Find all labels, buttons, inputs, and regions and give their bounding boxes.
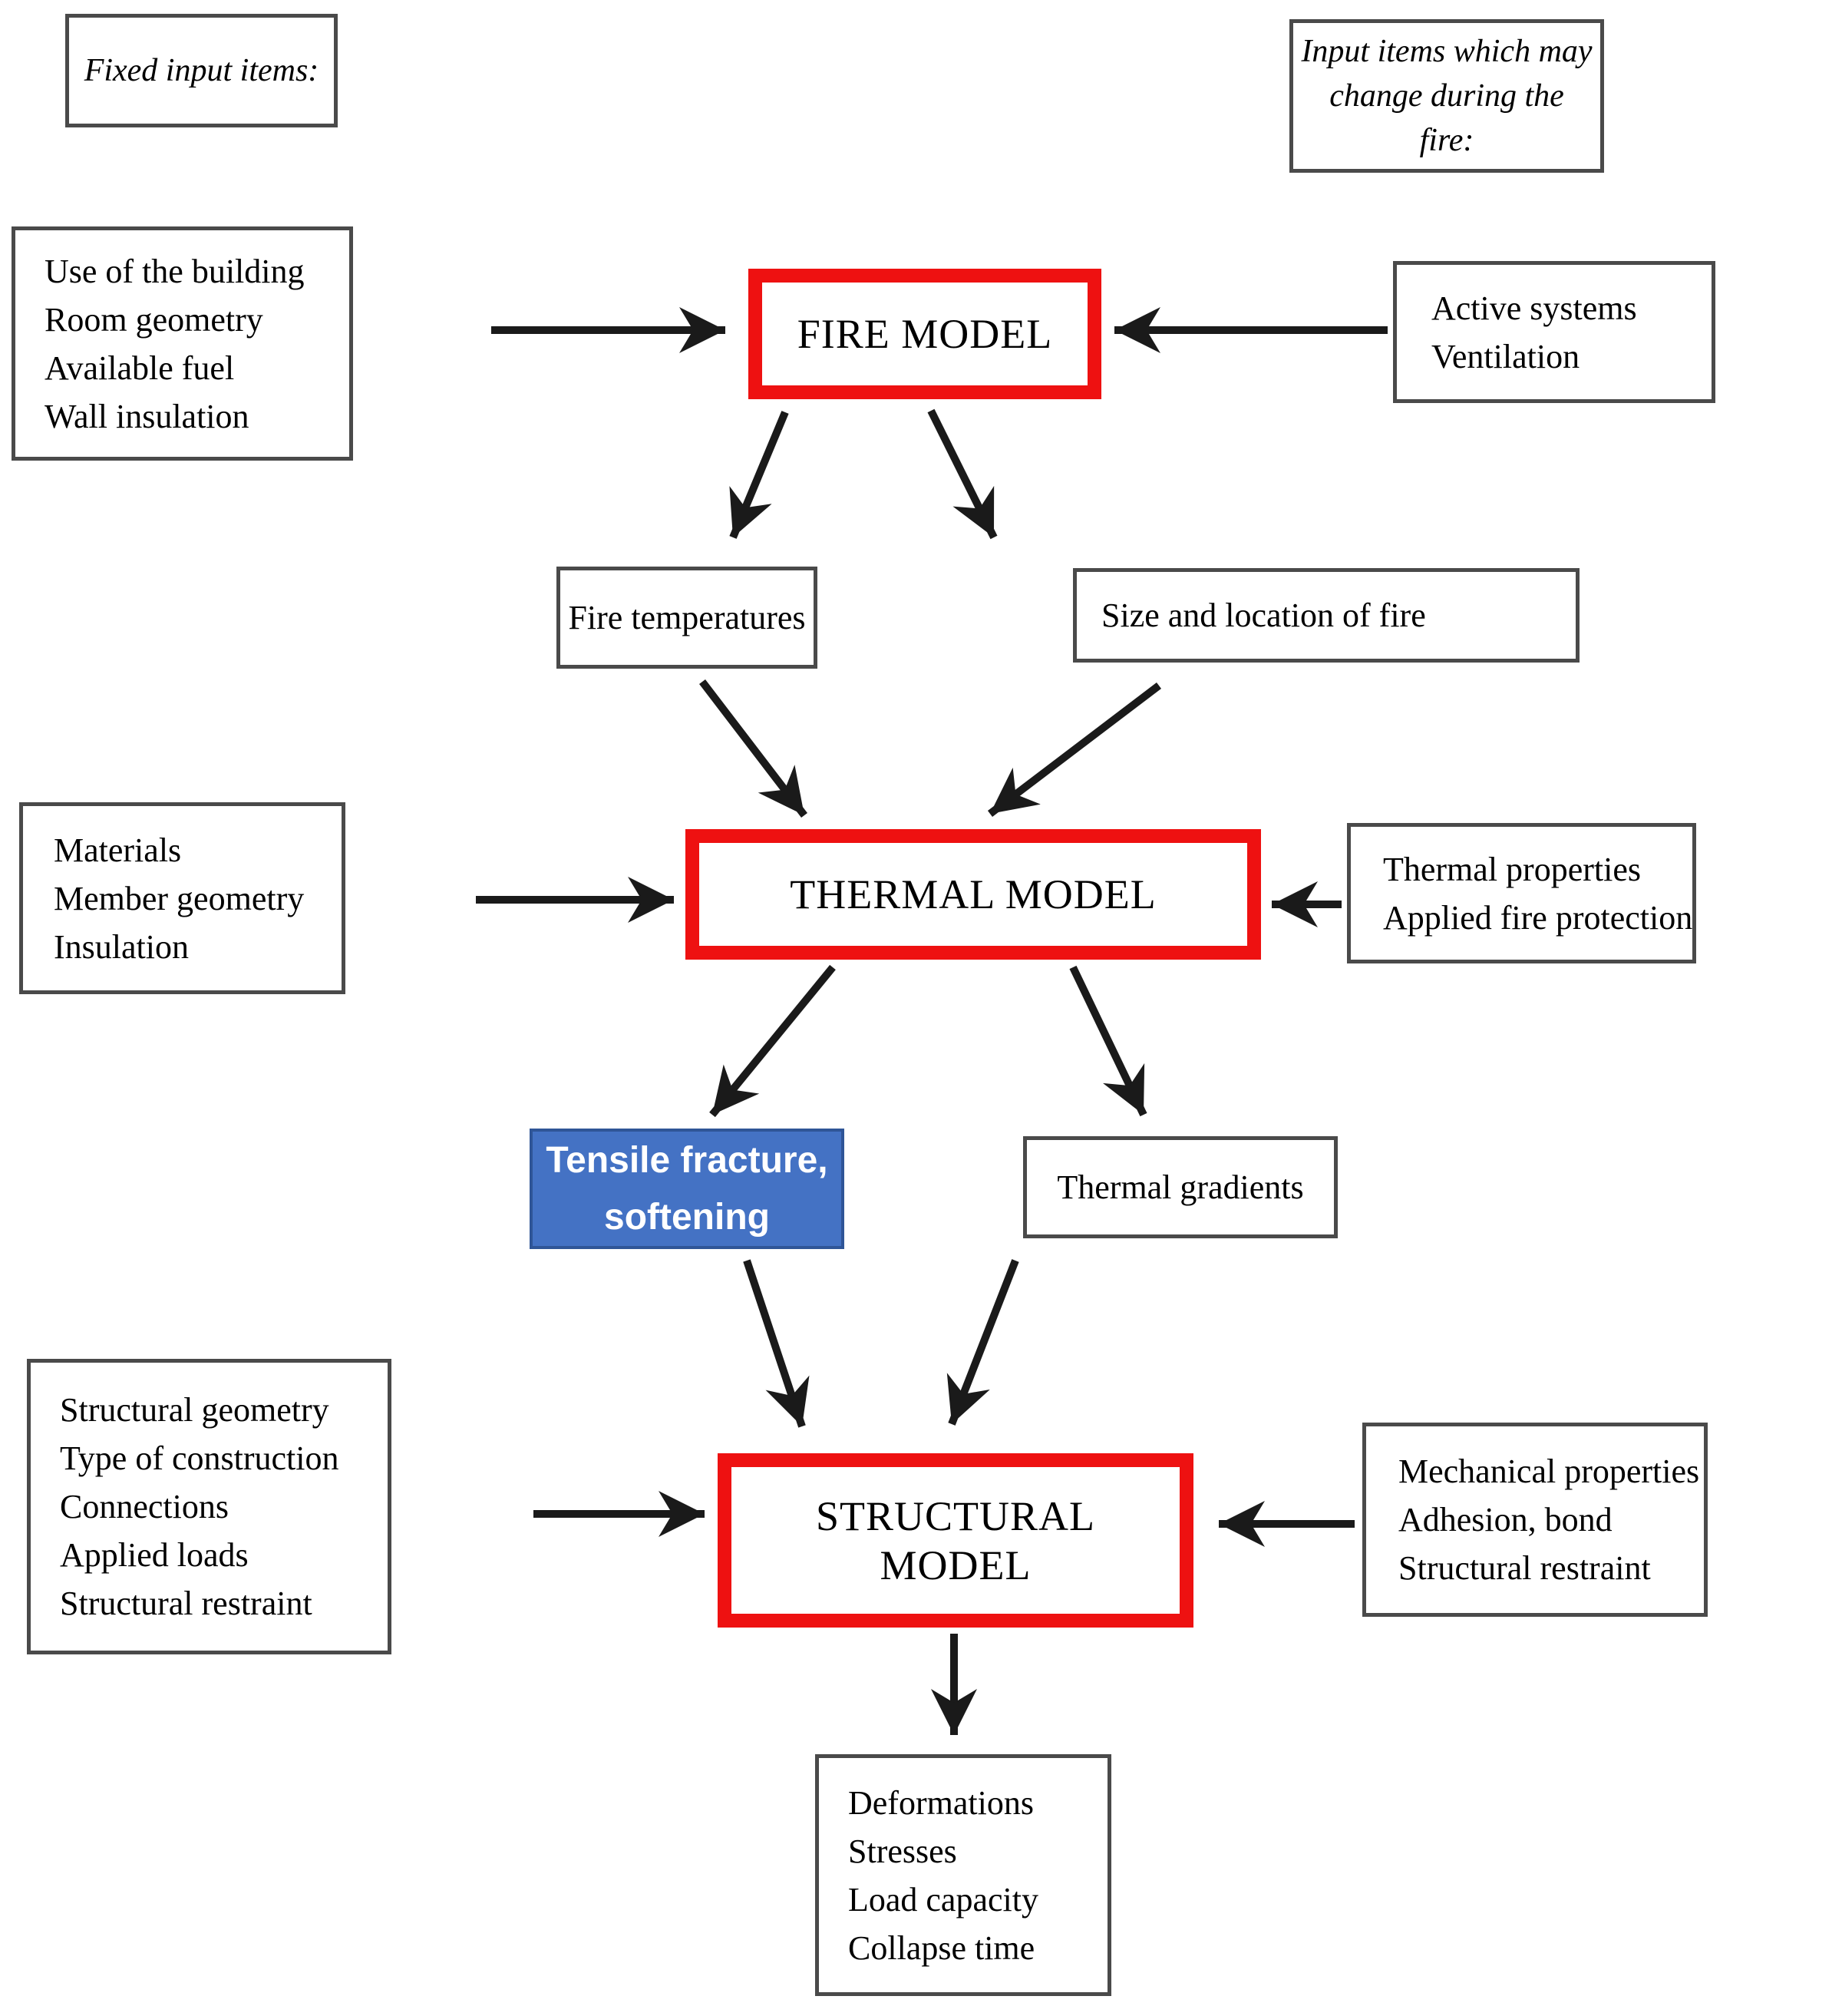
node-fire-model: FIRE MODEL: [748, 269, 1101, 399]
node-line: Mechanical properties: [1398, 1453, 1700, 1490]
node-line: Structural restraint: [1398, 1549, 1651, 1587]
node-line: Deformations: [848, 1783, 1034, 1822]
node-line: Active systems: [1431, 289, 1637, 327]
node-line: Applied loads: [60, 1536, 249, 1574]
node-title-line: MODEL: [880, 1542, 1032, 1588]
node-line: Collapse time: [848, 1928, 1035, 1967]
arrow-fire-temperatures-to-thermal-model: [699, 679, 807, 818]
node-line: Thermal properties: [1383, 850, 1641, 888]
node-line: Tensile fracture,: [546, 1139, 828, 1181]
node-label: Fire temperatures: [568, 599, 806, 636]
node-materials-inputs: Materials Member geometry Insulation: [19, 802, 345, 994]
legend-changing-input-items: Input items which may change during the …: [1289, 19, 1604, 173]
node-label: Size and location of fire: [1101, 597, 1426, 634]
node-line: Load capacity: [848, 1880, 1038, 1919]
node-title: THERMAL MODEL: [790, 871, 1157, 917]
node-line: Room geometry: [45, 300, 263, 339]
node-line: Applied fire protection: [1383, 898, 1693, 937]
node-line: Structural restraint: [60, 1585, 312, 1622]
node-line: Type of construction: [60, 1439, 339, 1477]
legend-label: Fixed input items:: [84, 53, 319, 88]
node-active-systems: Active systems Ventilation: [1393, 261, 1715, 403]
node-line: Adhesion, bond: [1398, 1501, 1613, 1538]
arrow-thermal-gradients-to-structural-model: [946, 1259, 1019, 1426]
node-line: Insulation: [54, 927, 189, 966]
node-line: softening: [604, 1196, 770, 1238]
legend-label-line: change during the fire:: [1329, 78, 1564, 158]
node-line: Connections: [60, 1488, 229, 1525]
node-line: Ventilation: [1431, 337, 1580, 375]
node-line: Materials: [54, 831, 182, 869]
node-structural-inputs: Structural geometry Type of construction…: [27, 1359, 391, 1654]
node-line: Member geometry: [54, 879, 305, 917]
node-fire-inputs: Use of the building Room geometry Availa…: [12, 226, 353, 461]
node-tensile-fracture-softening: Tensile fracture, softening: [530, 1129, 844, 1249]
node-title: FIRE MODEL: [797, 311, 1053, 357]
arrow-tensile-fracture-to-structural-model: [743, 1259, 810, 1428]
node-title-line: STRUCTURAL: [815, 1492, 1096, 1539]
node-thermal-model: THERMAL MODEL: [685, 829, 1261, 960]
node-thermal-properties: Thermal properties Applied fire protecti…: [1347, 823, 1696, 963]
node-line: Use of the building: [45, 252, 305, 290]
node-outputs: Deformations Stresses Load capacity Coll…: [815, 1754, 1111, 1996]
legend-label-line: Input items which may: [1301, 34, 1593, 69]
arrow-thermal-model-to-thermal-gradients: [1069, 965, 1147, 1117]
node-line: Structural geometry: [60, 1391, 329, 1429]
arrow-size-location-to-thermal-model: [987, 682, 1162, 817]
node-structural-model: STRUCTURAL MODEL: [718, 1453, 1193, 1628]
node-thermal-gradients: Thermal gradients: [1023, 1136, 1338, 1238]
arrow-fire-model-to-size-location: [927, 408, 998, 540]
node-mechanical-properties: Mechanical properties Adhesion, bond Str…: [1362, 1423, 1708, 1617]
node-label: Thermal gradients: [1057, 1168, 1304, 1206]
node-line: Stresses: [848, 1832, 957, 1870]
arrow-fire-model-to-fire-temperatures: [729, 411, 789, 539]
node-line: Wall insulation: [45, 397, 249, 435]
node-line: Available fuel: [45, 349, 235, 387]
arrow-thermal-model-to-tensile-fracture: [709, 964, 836, 1118]
node-size-and-location-of-fire: Size and location of fire: [1073, 568, 1580, 663]
legend-fixed-input-items: Fixed input items:: [65, 14, 338, 127]
node-fire-temperatures: Fire temperatures: [556, 567, 817, 669]
